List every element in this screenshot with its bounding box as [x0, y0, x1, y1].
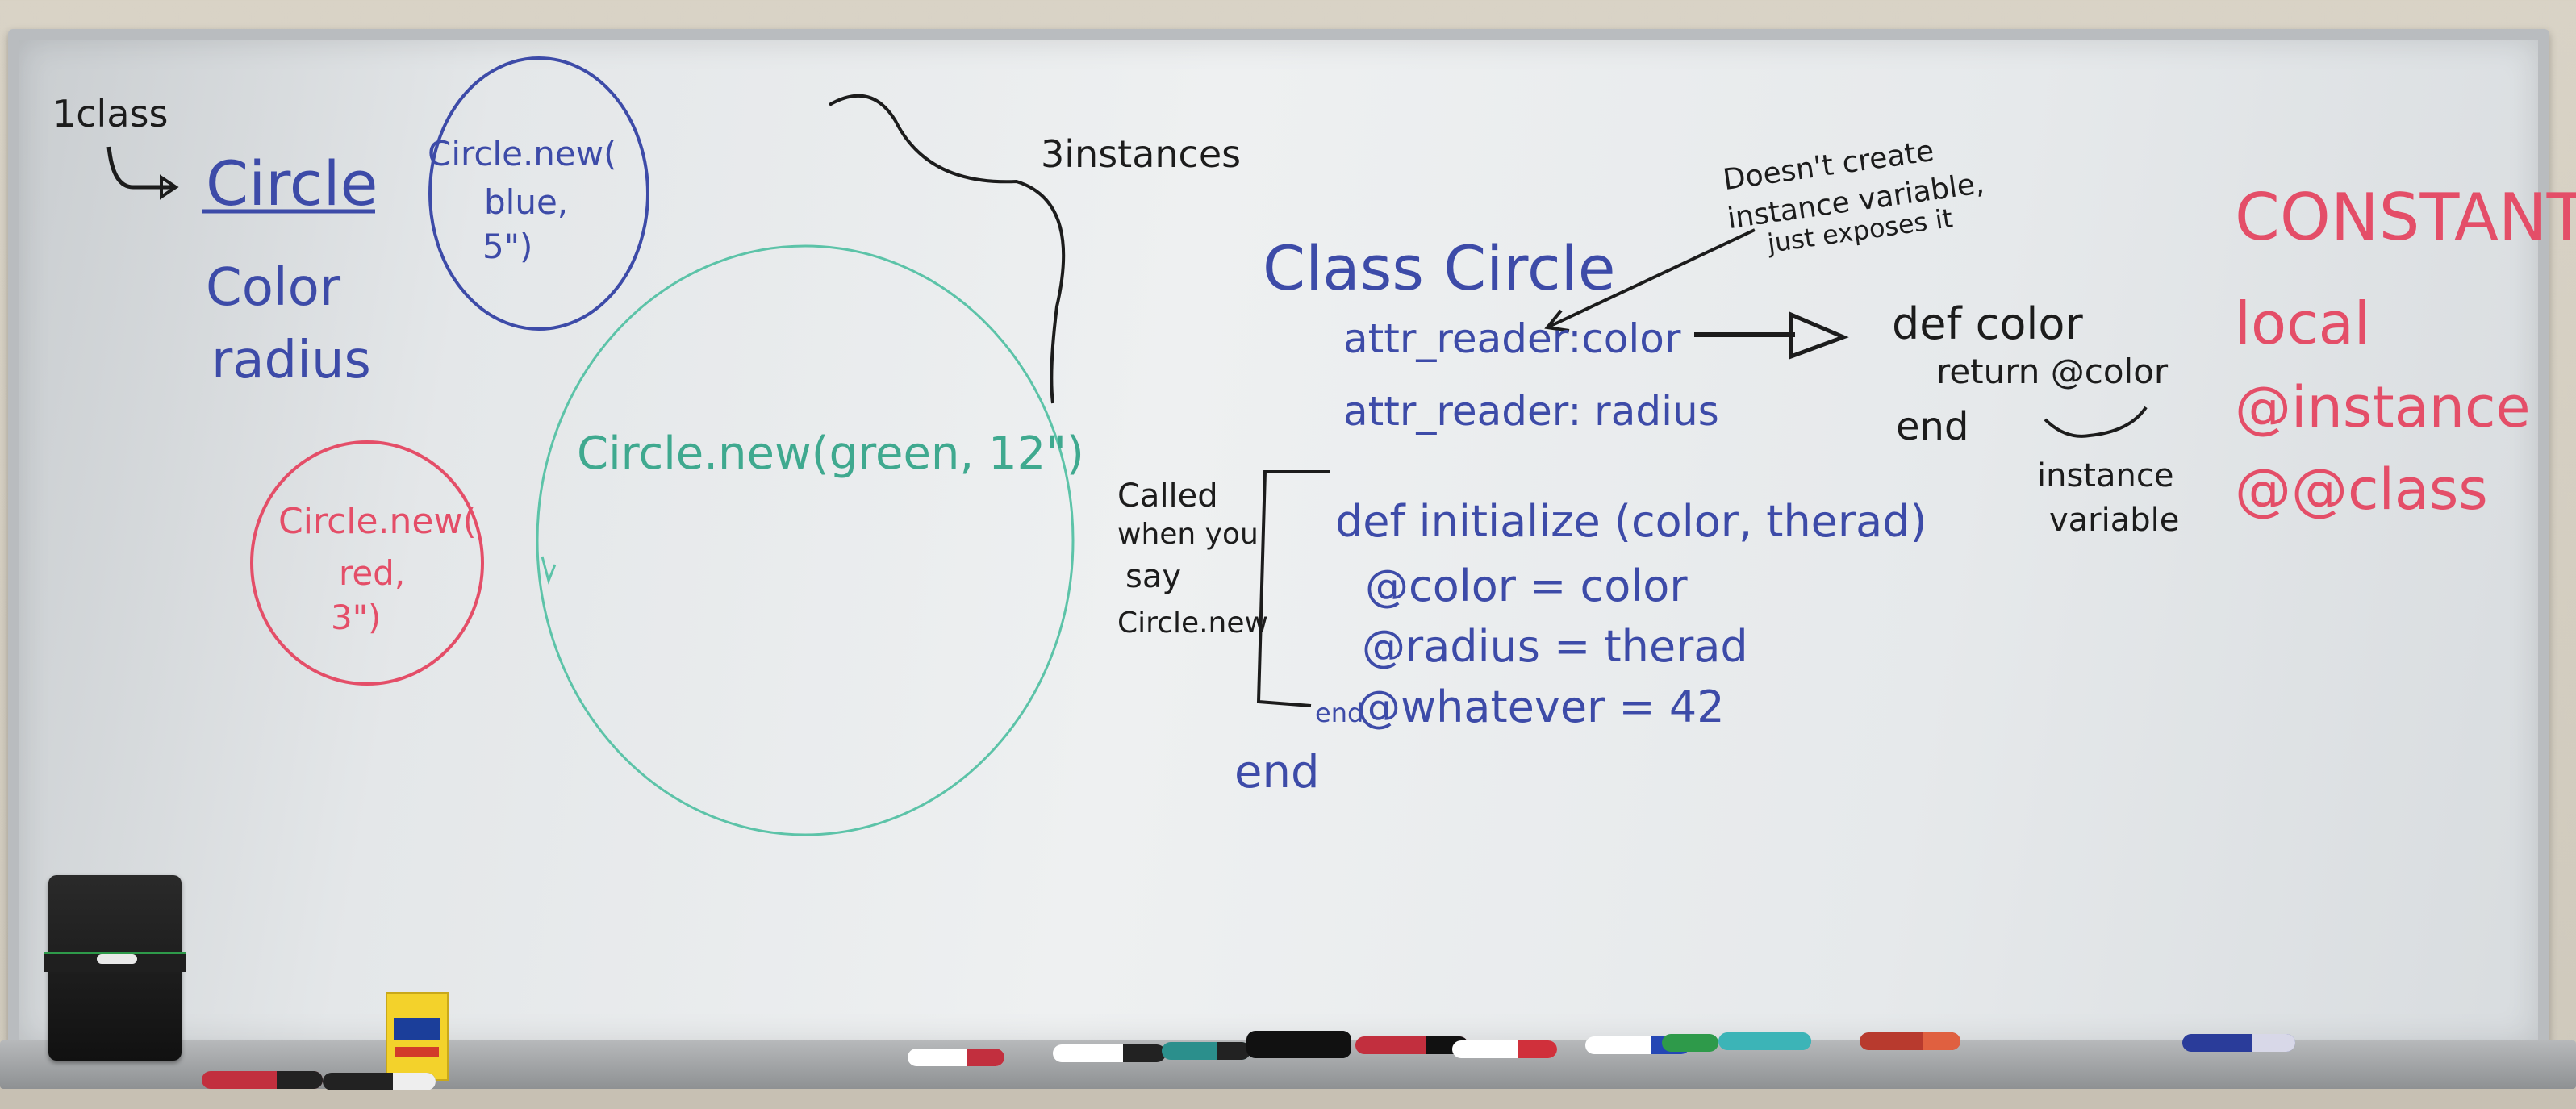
instance-blue-line-3: 5")	[482, 227, 533, 266]
marker-teal-1	[1162, 1042, 1250, 1060]
instances-brace	[829, 94, 1066, 404]
arrow-class-to-circle	[106, 146, 173, 190]
getter-def-line: def color	[1892, 298, 2083, 349]
instance-variable-note-1: instance	[2037, 457, 2174, 494]
called-bracket	[1256, 470, 1330, 707]
red-circle-outline	[250, 440, 484, 686]
marker-black-3	[1246, 1031, 1351, 1058]
instance-var-squiggle	[2044, 406, 2148, 438]
marker-red-4	[1452, 1040, 1557, 1058]
code-assign-radius: @radius = therad	[1362, 621, 1748, 672]
scope-local: local	[2235, 290, 2370, 357]
called-note-line-1: Called	[1117, 477, 1218, 515]
attribute-color: Color	[206, 258, 341, 318]
marker-black-1	[323, 1073, 436, 1090]
instance-red-line-3: 3")	[331, 598, 382, 637]
chalk-box	[386, 992, 449, 1081]
marker-red-2	[908, 1049, 1004, 1066]
marker-green-1	[1662, 1034, 1718, 1052]
code-inner-end: end	[1315, 698, 1364, 728]
instance-red-line-1: Circle.new(	[278, 501, 477, 542]
instance-red-line-2: red,	[339, 553, 406, 593]
code-reader-radius: attr_reader: radius	[1343, 388, 1719, 435]
one-class-label: 1class	[52, 92, 169, 135]
scope-constant: CONSTANT	[2235, 180, 2576, 255]
called-note-line-3: say	[1125, 558, 1182, 595]
code-outer-end: end	[1234, 746, 1320, 798]
three-instances-label: 3instances	[1041, 132, 1242, 176]
attribute-radius: radius	[211, 331, 371, 390]
called-note-line-2: when you	[1117, 518, 1259, 551]
code-reader-color: attr_reader:color	[1343, 315, 1681, 362]
instance-green-text: Circle.new(green, 12")	[577, 427, 1084, 480]
instance-blue-line-1: Circle.new(	[428, 134, 617, 173]
marker-red-1	[202, 1071, 323, 1089]
marker-red-3	[1355, 1036, 1468, 1054]
green-circle-outline	[536, 244, 1075, 836]
instance-blue-line-2: blue,	[484, 182, 569, 222]
instance-variable-note-2: variable	[2049, 502, 2180, 539]
class-name-circle: Circle	[206, 148, 378, 219]
whiteboard-eraser	[44, 875, 186, 1061]
code-assign-whatever: @whatever = 42	[1357, 682, 1725, 732]
marker-black-2	[1053, 1044, 1166, 1062]
getter-end-line: end	[1896, 404, 1969, 449]
getter-return-line: return @color	[1936, 352, 2169, 391]
scope-class: @@class	[2235, 457, 2488, 523]
called-note-line-4: Circle.new	[1117, 607, 1268, 640]
marker-red-5	[1860, 1032, 1960, 1050]
marker-teal-2	[1718, 1032, 1811, 1050]
doesnt-arrow	[1548, 228, 1756, 328]
code-class-line: Class Circle	[1263, 232, 1616, 304]
marker-blue-2	[2182, 1034, 2295, 1052]
scope-instance: @instance	[2235, 374, 2531, 440]
code-assign-color: @color = color	[1365, 561, 1688, 611]
blue-circle-outline	[428, 56, 649, 331]
code-def-initialize: def initialize (color, therad)	[1335, 496, 1927, 547]
